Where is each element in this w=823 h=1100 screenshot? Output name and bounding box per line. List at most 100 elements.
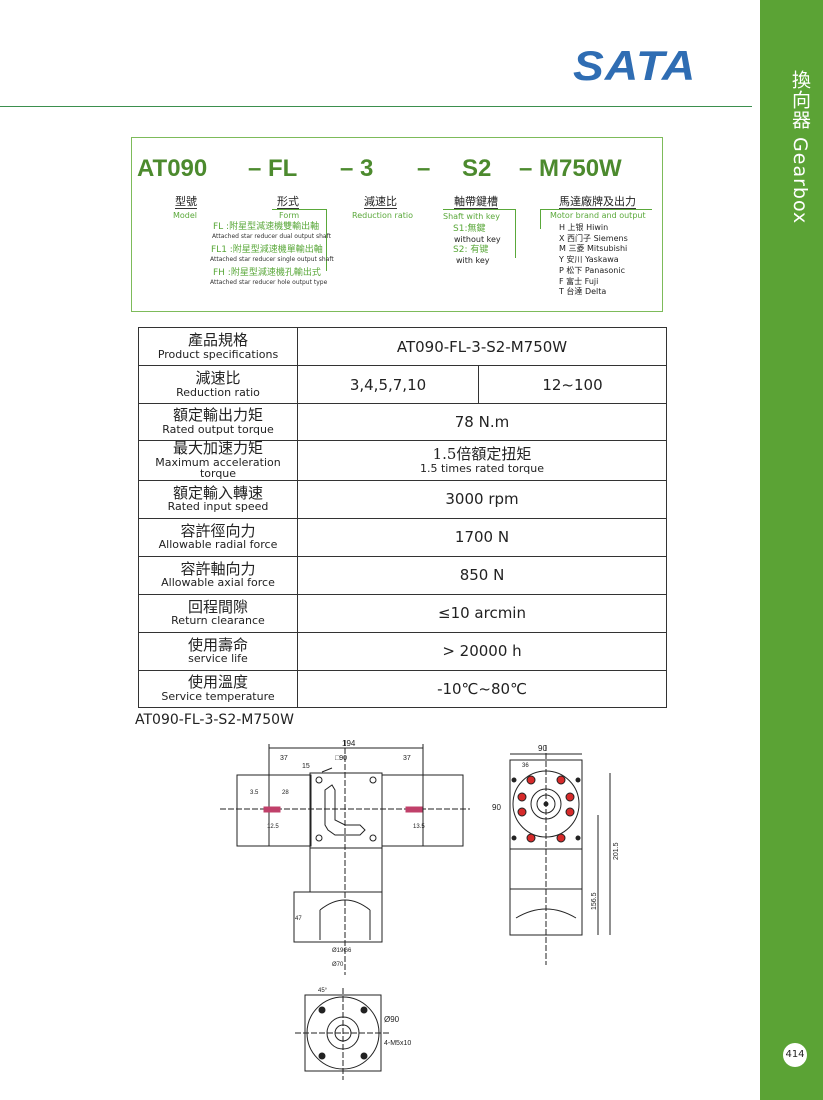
dim-label: □90: [335, 755, 347, 762]
form-option-en: Attached star reducer hole output type: [210, 279, 328, 286]
spec-value: 3,4,5,7,10: [297, 365, 479, 404]
spec-label-en: Service temperature: [161, 689, 275, 703]
shaft-label: 軸帶鍵槽: [454, 195, 498, 209]
side-view: 194 37 37 15 □90 28 3.5 12.5 13.5 Ø19G6 …: [220, 740, 470, 975]
page-number: 414: [783, 1043, 807, 1067]
spec-label-cn: 回程間隙: [187, 597, 248, 616]
technical-drawing: 194 37 37 15 □90 28 3.5 12.5 13.5 Ø19G6 …: [220, 740, 620, 1080]
dim-label: 15: [302, 763, 310, 770]
spec-value: -10℃~80℃: [297, 669, 667, 708]
spec-value: AT090-FL-3-S2-M750W: [297, 327, 667, 366]
code-form: – FL: [248, 155, 298, 182]
dim-label: 47: [295, 916, 302, 922]
spec-value-main: 1.5倍額定扭矩: [432, 444, 532, 463]
spec-label-cn: 容許徑向力: [180, 521, 256, 540]
bracket: [540, 209, 541, 229]
motor-brand-list: H 上银 Hiwin X 西门子 Siemens M 三菱 Mitsubishi…: [559, 223, 628, 298]
spec-value: 12~100: [478, 365, 667, 404]
form-label-en: Form: [279, 211, 300, 220]
form-option: FH :附星型減速機孔輸出式: [213, 268, 321, 278]
form-option: FL :附星型減速機雙輸出軸: [213, 222, 320, 232]
dim-label: 4-M5x10: [384, 1040, 411, 1047]
section-title: 換向器 Gearbox: [789, 70, 811, 225]
spec-label-en: Rated output torque: [162, 423, 274, 437]
code-shaft: S2: [462, 155, 492, 182]
spec-label-cn: 使用溫度: [187, 673, 248, 692]
spec-label-en: Product specifications: [157, 347, 279, 361]
dim-label: 36: [522, 763, 529, 769]
sidebar-band: [760, 0, 823, 1100]
motor-brand: P 松下 Panasonic: [559, 265, 626, 275]
bracket: [515, 209, 516, 258]
shaft-label-en: Shaft with key: [443, 212, 500, 221]
dim-label: 12.5: [267, 824, 279, 830]
dim-label: 194: [342, 740, 356, 748]
motor-brand: F 富士 Fuji: [559, 276, 599, 286]
dim-label: 156.5: [591, 892, 598, 910]
spec-value: 1700 N: [297, 517, 667, 557]
dim-label: Ø90: [384, 1015, 400, 1024]
motor-brand: X 西门子 Siemens: [559, 233, 628, 243]
spec-label-en: Allowable axial force: [161, 576, 275, 590]
spec-label-en: Rated input speed: [167, 500, 269, 514]
dim-label: 37: [280, 755, 288, 762]
spec-label-cn: 容許軸向力: [180, 559, 256, 578]
model-code-box: [131, 137, 663, 312]
dim-label: 90: [538, 744, 547, 753]
motor-brand: M 三菱 Mitsubishi: [559, 244, 628, 254]
shaft-option: S2: 有键: [453, 245, 489, 255]
drawing-title: AT090-FL-3-S2-M750W: [135, 712, 294, 728]
shaft-option: S1:無鍵: [453, 224, 486, 234]
motor-label-en: Motor brand and output: [550, 211, 646, 220]
spec-label-cn: 額定輸入轉速: [172, 483, 263, 502]
dim-label: 45°: [318, 988, 328, 994]
model-label-en: Model: [173, 211, 198, 220]
spec-label-cn: 減速比: [195, 368, 241, 387]
motor-brand: Y 安川 Yaskawa: [559, 255, 619, 265]
spec-label-en: service life: [188, 652, 248, 666]
shaft-option-en: with key: [456, 256, 490, 265]
dim-label: 13.5: [413, 824, 425, 830]
spec-label-cn: 最大加速力矩: [172, 439, 263, 457]
code-ratio: – 3: [340, 155, 374, 182]
dim-label: 3.5: [250, 790, 259, 796]
dim-label: 37: [403, 755, 411, 762]
spec-value: ≤10 arcmin: [297, 593, 667, 633]
code-model: AT090: [137, 155, 208, 182]
motor-brand: H 上银 Hiwin: [559, 223, 609, 232]
ratio-label: 減速比: [364, 195, 397, 209]
spec-value-sub: 1.5 times rated torque: [420, 461, 544, 475]
motor-brand: T 台達 Delta: [559, 287, 607, 297]
dim-label: 28: [282, 790, 289, 796]
spec-label-en: Reduction ratio: [176, 385, 260, 399]
spec-label-en: Allowable radial force: [158, 538, 278, 552]
spec-label-en: Maximum acceleration torque: [155, 455, 281, 481]
dim-label: Ø70: [332, 962, 344, 968]
dim-label: 90: [492, 803, 501, 812]
spec-label-cn: 產品規格: [187, 330, 248, 349]
bracket: [272, 209, 327, 210]
bracket: [443, 209, 516, 210]
shaft-option-en: without key: [454, 235, 501, 244]
bracket: [326, 209, 327, 271]
